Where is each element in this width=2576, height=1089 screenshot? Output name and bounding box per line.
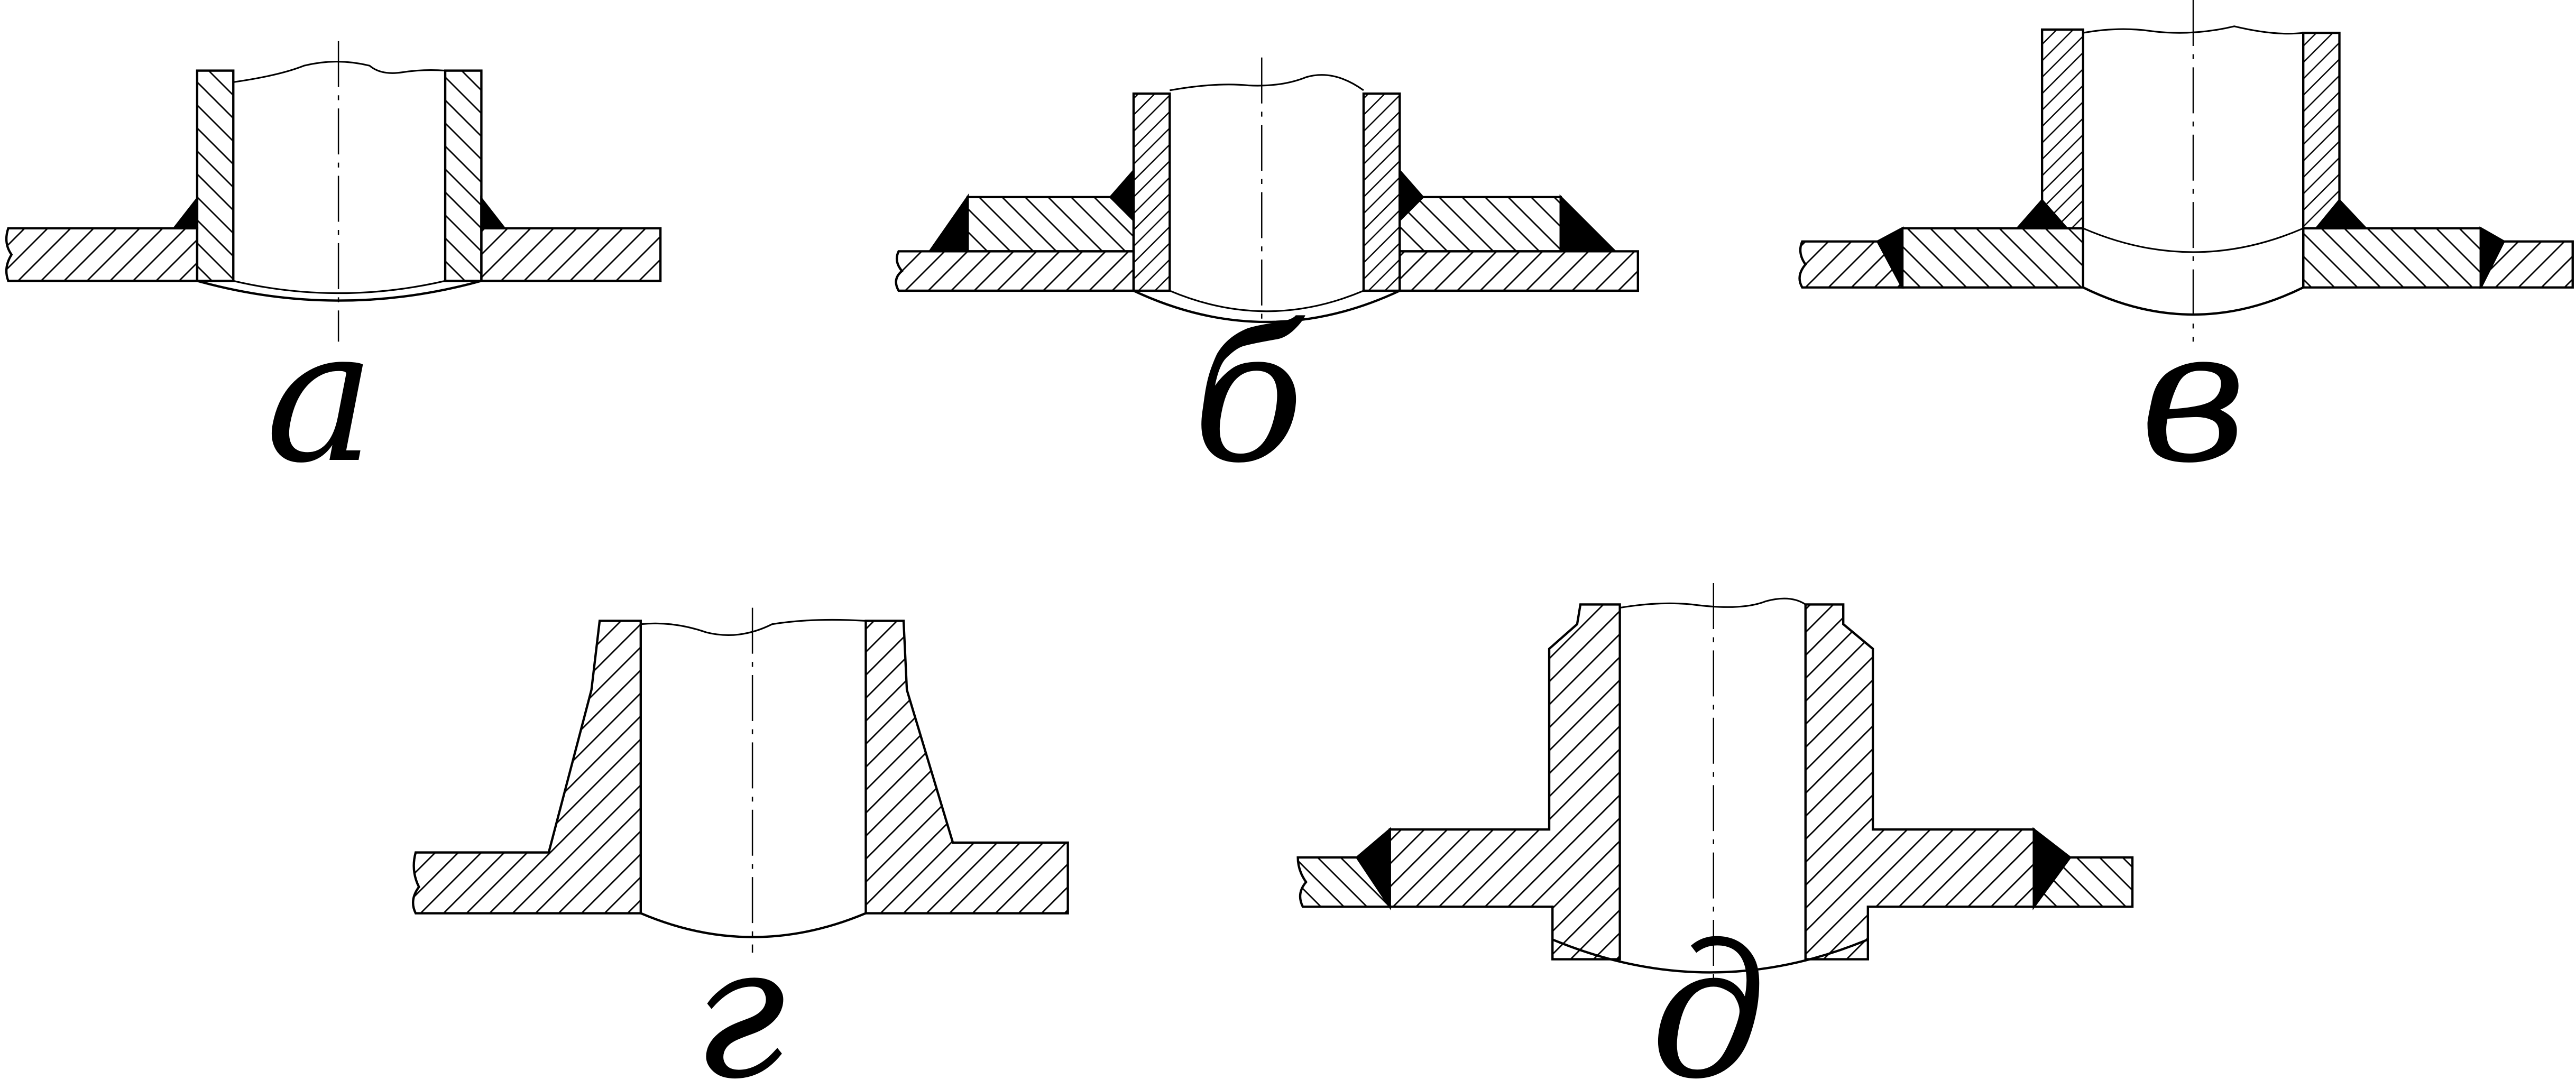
variant-v-arc-top xyxy=(2083,227,2304,253)
variant-d-bottom-arc xyxy=(1552,938,1869,974)
variant-g-bottom-arc xyxy=(640,912,867,938)
variant-b-weld-outer-left xyxy=(927,193,969,253)
variant-d-break-line xyxy=(1620,597,1806,609)
variant-g-joint xyxy=(412,607,1069,953)
variant-d-weld-left xyxy=(1355,827,1391,911)
variant-a-weld-left xyxy=(171,195,199,230)
caption-g: г xyxy=(693,906,786,1089)
variant-b-pipe-wall-right xyxy=(1362,92,1401,292)
variant-v-plate-right xyxy=(2302,227,2506,289)
variant-d-nozzle-body-right xyxy=(1804,603,2035,961)
variant-d-joint xyxy=(1296,583,2134,986)
variant-v-pipe-wall-left xyxy=(2040,28,2085,230)
variant-d-nozzle-body-left xyxy=(1388,603,1621,961)
variant-b-plate-right xyxy=(1399,250,1639,292)
variant-b-joint xyxy=(895,57,1639,337)
variant-v-plate-left xyxy=(1876,227,2085,289)
variant-v-weld-butt-left xyxy=(1876,226,1904,288)
variant-v-weld-fillet-left xyxy=(2014,198,2069,230)
variant-d-plate-left xyxy=(1296,856,1392,908)
caption-a: а xyxy=(265,290,375,504)
caption-b: б xyxy=(1192,290,1307,504)
variant-v-joint xyxy=(1798,0,2574,342)
variant-v-plate-far-left xyxy=(1798,240,1905,289)
variant-b-ring-right xyxy=(1399,196,1562,253)
variant-a-plate-right xyxy=(480,227,662,282)
caption-d: д xyxy=(1650,906,1767,1089)
variant-b-pipe-wall-left xyxy=(1132,92,1171,292)
variant-g-forged-body-left xyxy=(412,620,642,915)
variant-b-weld-inner-right xyxy=(1399,168,1424,223)
variant-a-plate-left xyxy=(5,227,199,282)
variant-a-pipe-wall-left xyxy=(196,69,235,282)
variant-v-weld-butt-right xyxy=(2479,226,2506,288)
caption-v: в xyxy=(2140,290,2247,504)
variant-b-plate-left xyxy=(895,250,1135,292)
variant-b-weld-outer-right xyxy=(1559,194,1618,253)
variant-a-pipe-wall-right xyxy=(444,69,483,282)
variant-v-weld-fillet-right xyxy=(2314,198,2369,230)
variant-b-break-line xyxy=(1170,74,1364,91)
variant-a-break-line xyxy=(233,60,446,83)
variant-b-ring-left xyxy=(966,196,1135,253)
variant-v-pipe-wall-right xyxy=(2302,31,2341,230)
variant-a-weld-right xyxy=(480,195,507,230)
variant-d-weld-right xyxy=(2032,827,2072,910)
variant-b-bottom-arc xyxy=(1133,289,1401,324)
variant-g-break-line xyxy=(640,619,866,636)
variant-a-joint xyxy=(5,41,662,342)
variant-b-weld-inner-left xyxy=(1109,168,1135,223)
variant-g-forged-body-right xyxy=(864,620,1069,915)
